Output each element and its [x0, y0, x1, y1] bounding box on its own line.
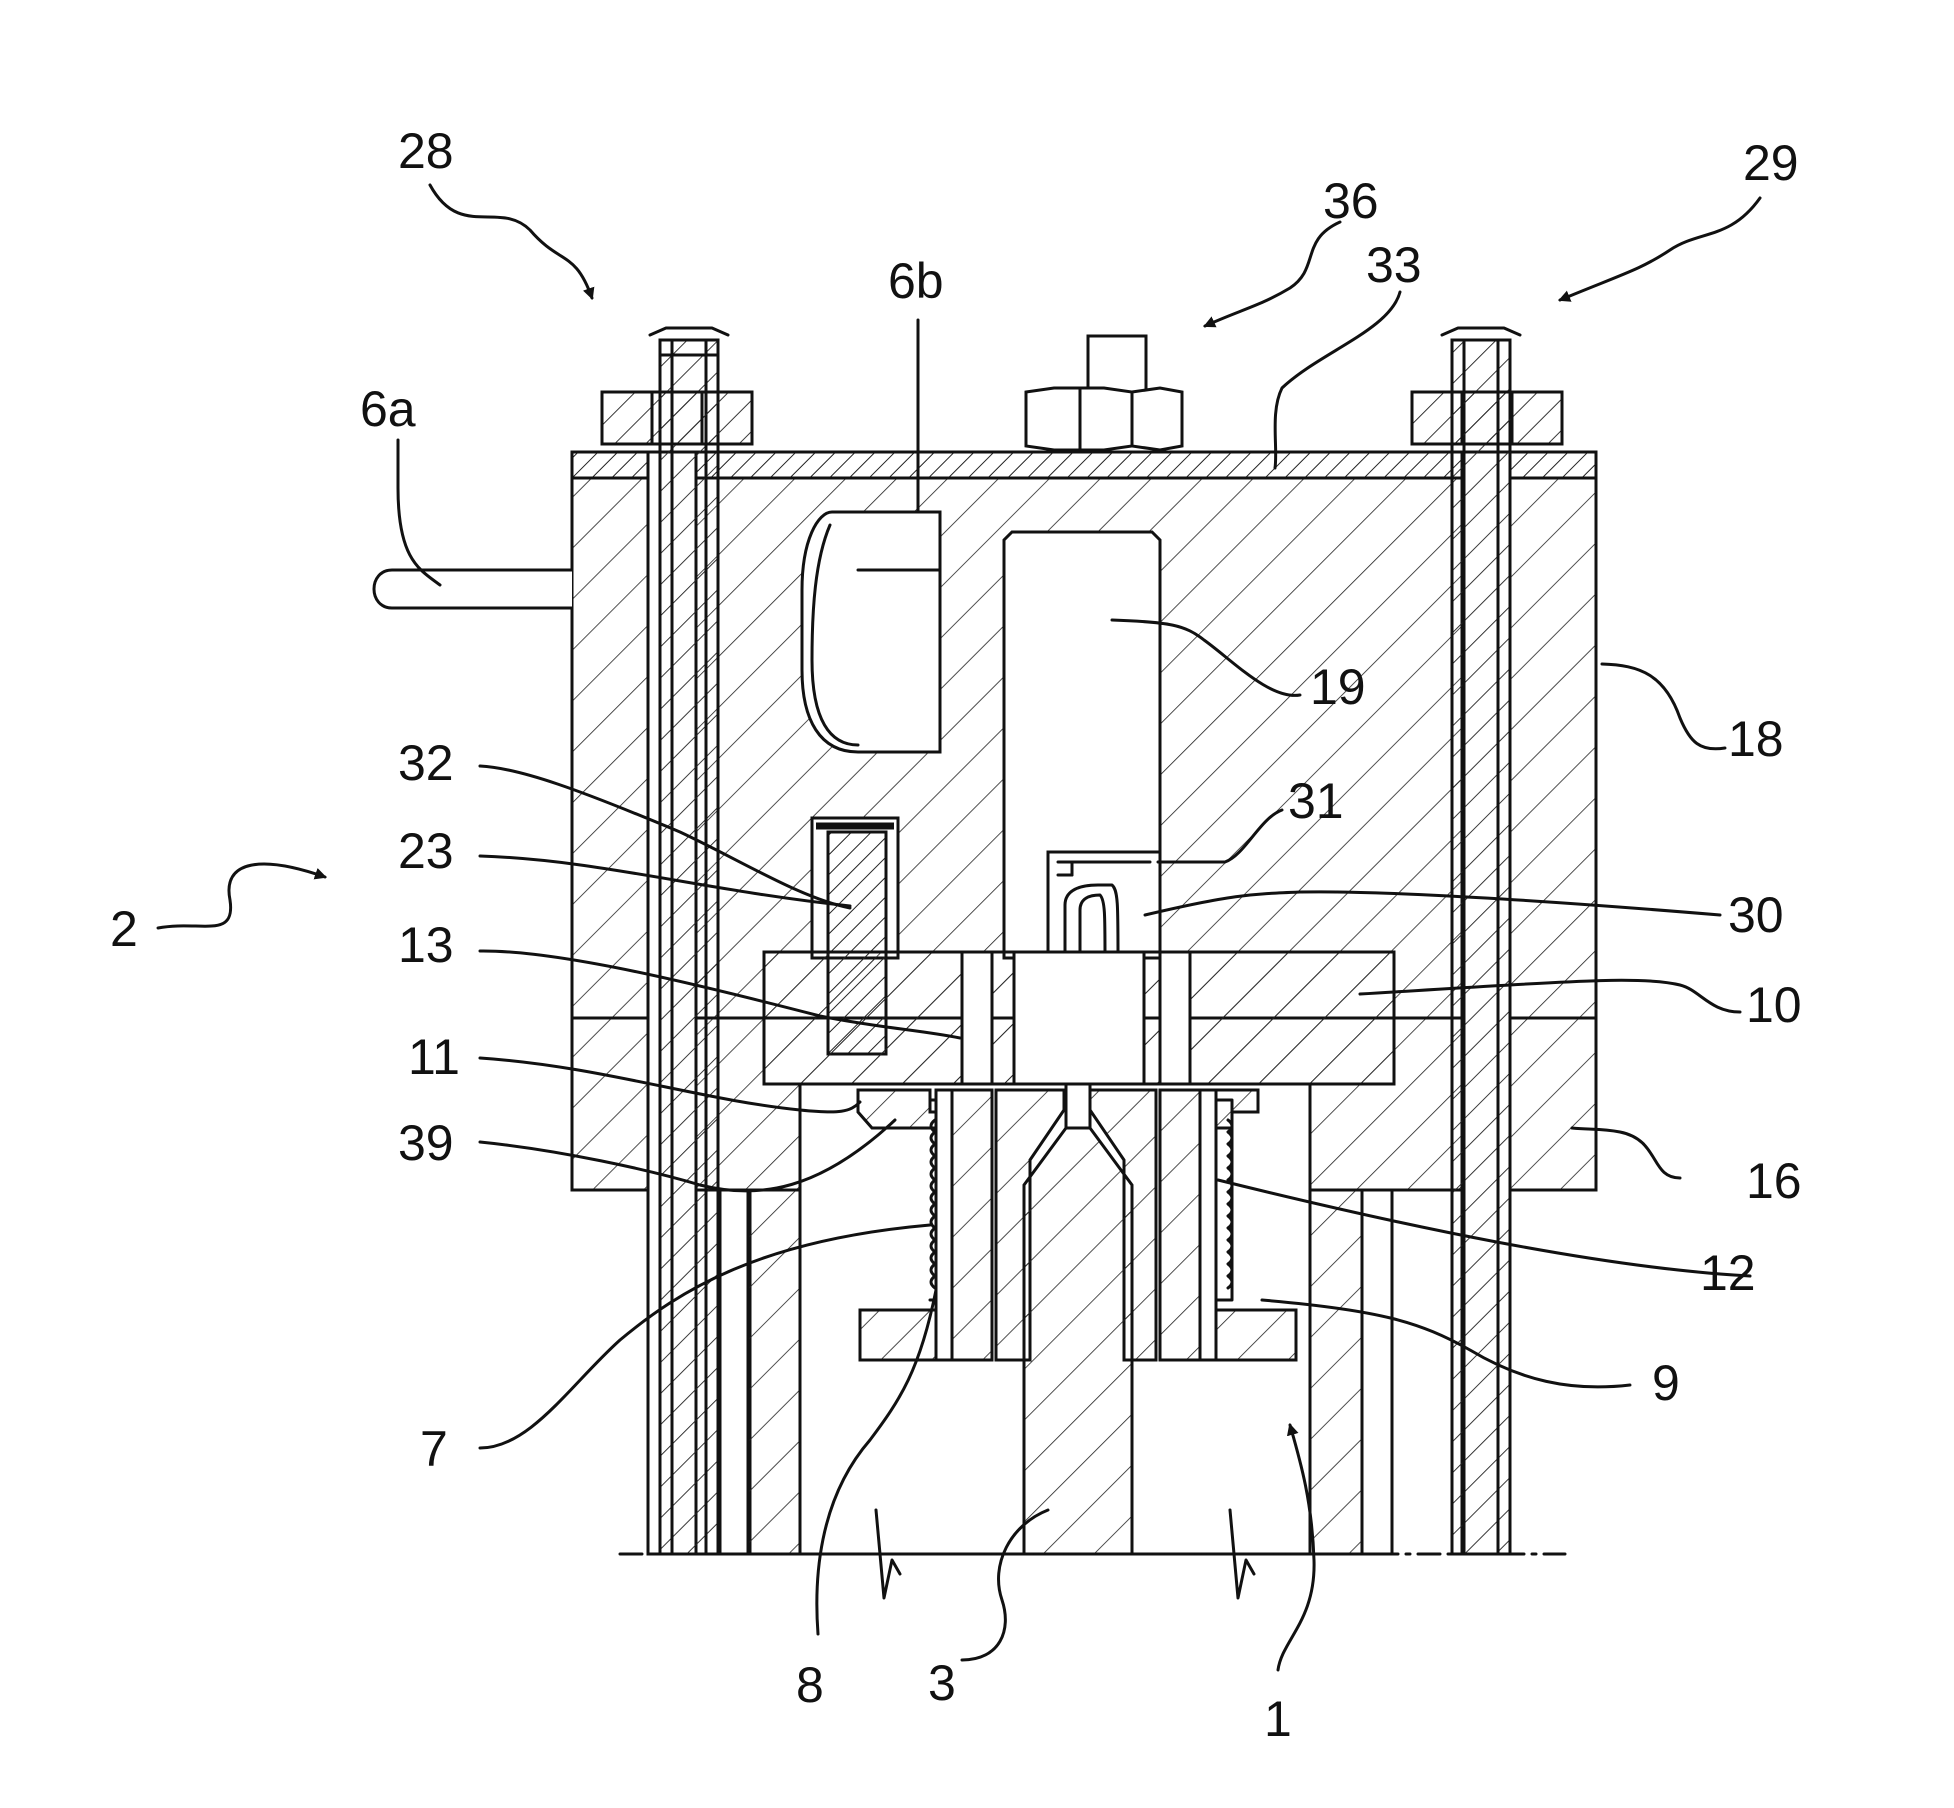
- part-6b: [802, 512, 940, 752]
- label-18: 18: [1728, 711, 1784, 767]
- label-2: 2: [110, 901, 138, 957]
- label-39: 39: [398, 1115, 454, 1171]
- label-16: 16: [1746, 1153, 1802, 1209]
- label-29: 29: [1743, 135, 1799, 191]
- label-11: 11: [408, 1029, 460, 1085]
- label-6b: 6b: [888, 253, 944, 309]
- label-10: 10: [1746, 977, 1802, 1033]
- cover-plate-33: [572, 452, 1596, 478]
- label-1: 1: [1264, 1691, 1292, 1747]
- label-6a: 6a: [360, 381, 416, 437]
- label-7: 7: [420, 1421, 448, 1477]
- label-13: 13: [398, 917, 454, 973]
- label-28: 28: [398, 123, 454, 179]
- lower-assembly: [720, 1084, 1392, 1554]
- label-8: 8: [796, 1657, 824, 1713]
- label-32: 32: [398, 735, 454, 791]
- label-33: 33: [1366, 237, 1422, 293]
- part-30-31: [1048, 852, 1160, 958]
- lever-6a: [374, 570, 572, 608]
- label-9: 9: [1652, 1355, 1680, 1411]
- disc-10: [764, 952, 1394, 1084]
- bolt-36: [1026, 336, 1182, 450]
- label-12: 12: [1700, 1245, 1756, 1301]
- label-3: 3: [928, 1655, 956, 1711]
- label-19: 19: [1310, 659, 1366, 715]
- label-30: 30: [1728, 887, 1784, 943]
- label-23: 23: [398, 823, 454, 879]
- label-31: 31: [1288, 773, 1344, 829]
- label-36: 36: [1323, 173, 1379, 229]
